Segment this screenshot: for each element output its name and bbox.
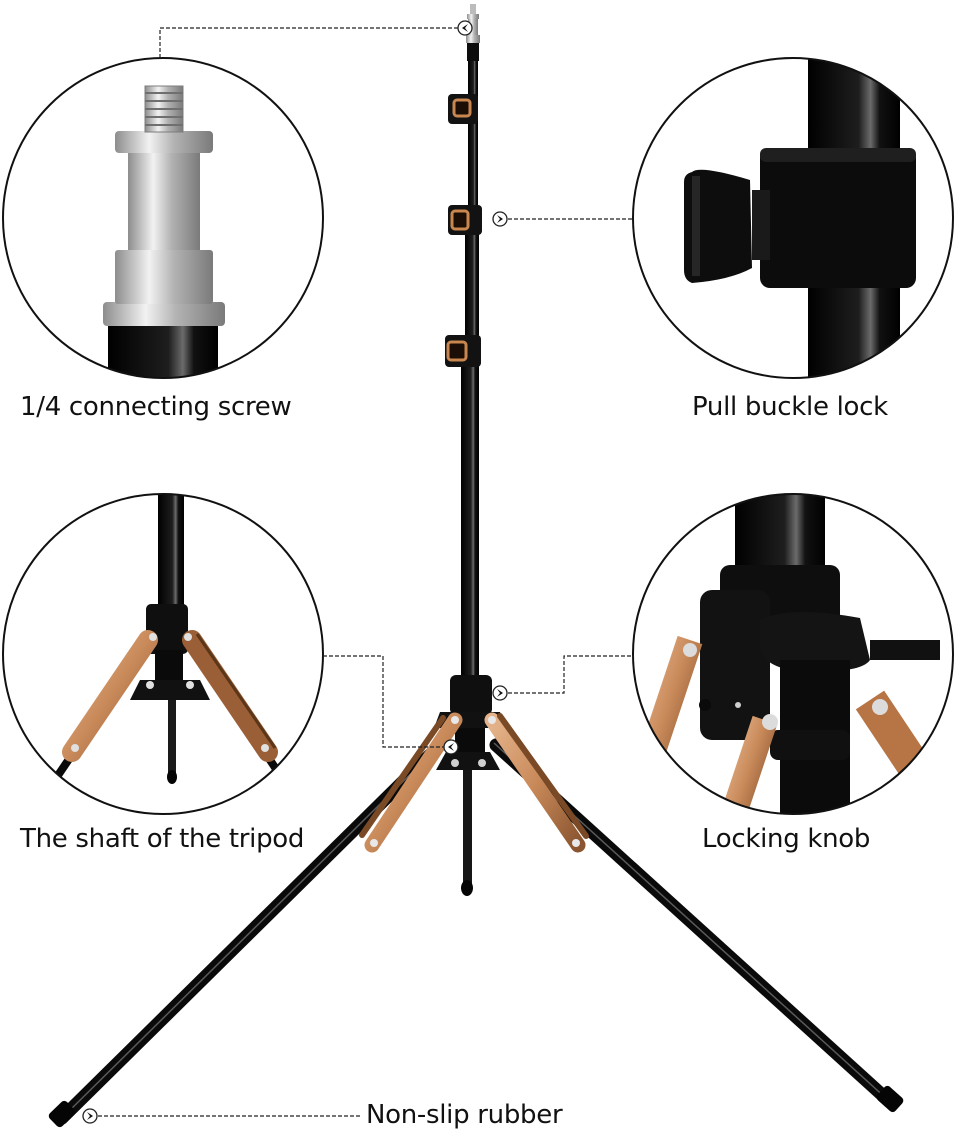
callout-connectors [98, 27, 634, 1117]
marker-buckle-icon [492, 211, 508, 227]
label-tripod-shaft: The shaft of the tripod [20, 824, 305, 854]
marker-screw-icon [457, 20, 473, 36]
center-pole [461, 4, 480, 690]
callout-shaft-detail [2, 493, 324, 815]
label-non-slip-rubber: Non-slip rubber [366, 1100, 563, 1130]
bronze-braces [359, 712, 589, 853]
tripod-legs [55, 738, 897, 1125]
callout-markers [82, 20, 508, 1124]
callout-buckle-detail [632, 57, 954, 379]
flip-locks [445, 94, 482, 367]
rubber-feet [48, 1085, 904, 1128]
label-pull-buckle-lock: Pull buckle lock [692, 392, 888, 422]
callout-screw-detail [2, 57, 324, 379]
marker-shaft-icon [443, 739, 459, 755]
tripod-main [48, 4, 904, 1128]
label-connecting-screw: 1/4 connecting screw [20, 392, 292, 422]
callout-knob-detail [632, 493, 954, 815]
marker-knob-icon [492, 685, 508, 701]
label-locking-knob: Locking knob [702, 824, 871, 854]
marker-rubber-icon [82, 1108, 98, 1124]
